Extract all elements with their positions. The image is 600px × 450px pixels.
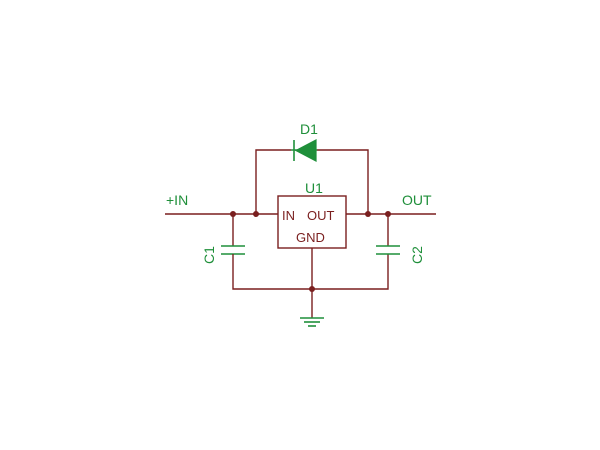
junction-ground — [309, 286, 315, 292]
output-label: OUT — [402, 192, 432, 208]
capacitor-c1 — [221, 245, 245, 255]
pin-in-label: IN — [282, 208, 295, 223]
regulator-label: U1 — [305, 180, 323, 196]
pin-out-label: OUT — [307, 208, 335, 223]
diode-wire-right — [317, 149, 369, 214]
input-label: +IN — [166, 192, 188, 208]
c1-label: C1 — [201, 246, 217, 264]
diode-wire-left — [255, 149, 291, 214]
capacitor-c2 — [376, 245, 400, 255]
diode-d1 — [291, 139, 317, 162]
ground-rail — [232, 254, 389, 290]
junction-c2 — [385, 211, 391, 217]
c2-label: C2 — [409, 246, 425, 264]
pin-gnd-label: GND — [296, 230, 325, 245]
junction-diode-out — [365, 211, 371, 217]
junction-c1 — [230, 211, 236, 217]
junction-diode-in — [253, 211, 259, 217]
diode-label: D1 — [300, 121, 318, 137]
ground-icon — [300, 317, 324, 327]
